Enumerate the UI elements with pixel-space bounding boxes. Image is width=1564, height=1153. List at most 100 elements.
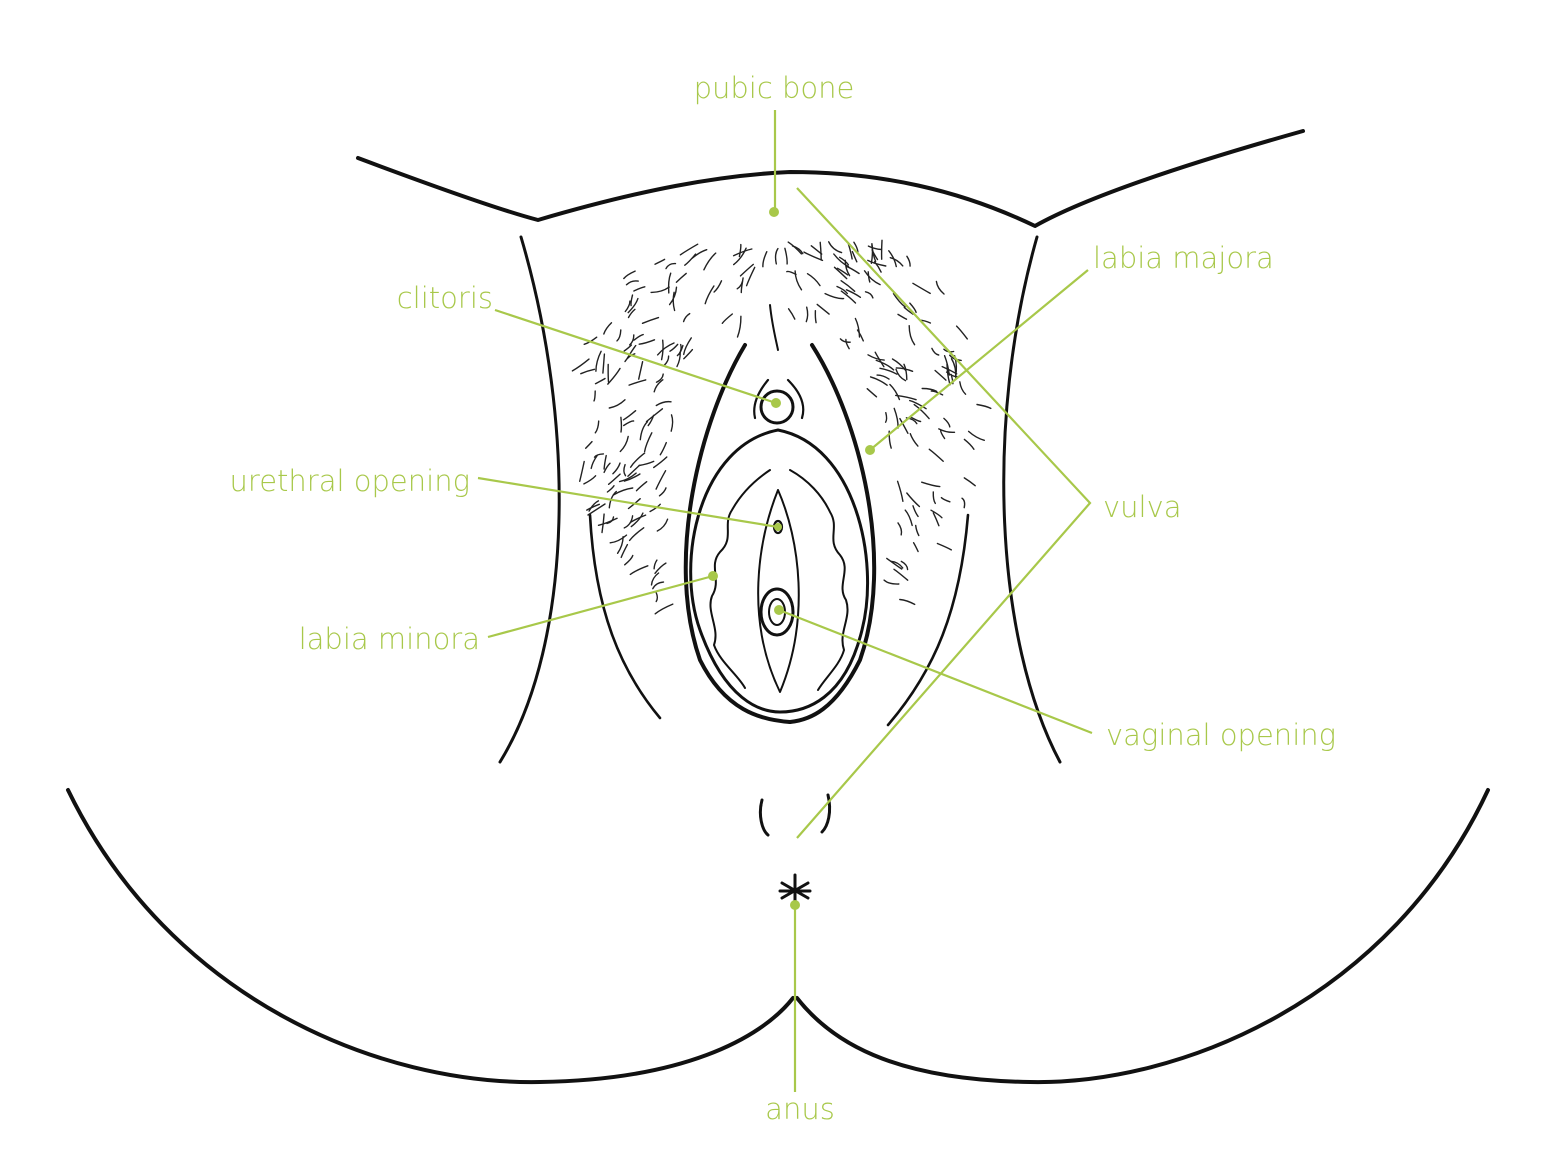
hair-stroke — [628, 527, 645, 542]
hair-stroke — [627, 464, 641, 477]
hair-stroke — [713, 280, 723, 293]
hair-stroke — [672, 291, 676, 312]
hair-stroke — [912, 505, 919, 518]
hair-stroke — [624, 300, 631, 313]
hair-stroke — [652, 581, 665, 590]
hair-stroke — [738, 243, 742, 258]
label-urethral-opening: urethral opening — [230, 464, 470, 498]
hair-stroke — [896, 480, 904, 502]
hair-stroke — [899, 417, 909, 434]
label-anus: anus — [765, 1092, 835, 1126]
hair-stroke — [840, 280, 856, 292]
hair-stroke — [816, 303, 830, 315]
label-pubic-bone: pubic bone — [694, 71, 855, 105]
hair-stroke — [650, 286, 670, 294]
hair-stroke — [616, 329, 622, 342]
hair-stroke — [623, 515, 634, 529]
hair-stroke — [627, 308, 636, 319]
hair-stroke — [675, 272, 687, 283]
hair-stroke — [897, 522, 903, 536]
hair-stroke — [630, 512, 644, 528]
hair-stroke — [950, 373, 954, 385]
label-leaders — [477, 110, 1093, 1092]
inner-labia-outline — [689, 428, 869, 714]
hair-stroke — [909, 399, 927, 410]
hair-stroke — [886, 557, 903, 570]
label-vaginal-opening: vaginal opening — [1106, 718, 1336, 752]
hair-stroke — [653, 456, 668, 469]
dot-labia-minora — [708, 571, 718, 581]
hair-stroke — [633, 286, 646, 292]
hair-stroke — [889, 383, 901, 401]
pubic-slit-top — [769, 304, 779, 351]
hair-stroke — [638, 339, 656, 345]
hair-stroke — [908, 325, 916, 346]
hair-stroke — [903, 306, 914, 315]
hair-stroke — [638, 460, 655, 467]
dot-pubic-bone — [769, 207, 779, 217]
hair-stroke — [931, 347, 940, 356]
leader-urethral-opening — [477, 476, 779, 529]
hair-stroke — [814, 310, 817, 324]
hair-stroke — [893, 407, 899, 429]
hair-stroke — [909, 433, 919, 447]
hair-stroke — [736, 315, 742, 338]
labia-majora-left-outline — [683, 343, 792, 724]
hair-stroke — [845, 289, 862, 298]
dot-clitoris — [771, 398, 781, 408]
hair-stroke — [587, 503, 606, 516]
labia-minora-right-ruffle — [789, 469, 849, 691]
hair-stroke — [667, 272, 672, 294]
hair-stroke — [669, 343, 679, 352]
hair-stroke — [653, 559, 658, 570]
hair-stroke — [932, 491, 936, 505]
hair-stroke — [585, 440, 593, 449]
hair-stroke — [949, 354, 962, 362]
hair-stroke — [936, 542, 952, 551]
hair-stroke — [895, 367, 914, 372]
hair-stroke — [828, 241, 843, 254]
hair-stroke — [654, 562, 667, 574]
hair-stroke — [607, 367, 621, 385]
hair-stroke — [824, 292, 845, 300]
hair-stroke — [660, 339, 664, 361]
leader-labia-minora — [487, 574, 714, 639]
hair-stroke — [874, 351, 885, 368]
hair-stroke — [787, 241, 803, 255]
hair-stroke — [618, 472, 637, 483]
hair-stroke — [883, 579, 900, 585]
leader-clitoris — [494, 308, 777, 405]
hair-stroke — [656, 518, 669, 532]
hair-stroke — [976, 403, 992, 410]
left-perineum-mark — [758, 798, 770, 837]
hair-stroke — [900, 560, 909, 571]
hair-stroke — [733, 247, 747, 266]
hair-stroke — [928, 448, 944, 462]
hair-stroke — [655, 373, 664, 383]
hair-stroke — [588, 500, 600, 512]
hair-stroke — [845, 338, 850, 350]
hair-stroke — [628, 379, 647, 386]
hair-stroke — [645, 408, 664, 423]
hair-stroke — [606, 485, 615, 493]
hair-stroke — [819, 241, 822, 261]
hair-stroke — [608, 490, 617, 509]
hair-stroke — [623, 270, 636, 280]
hair-stroke — [594, 420, 600, 434]
hair-stroke — [635, 481, 648, 492]
hair-stroke — [787, 308, 796, 320]
hair-stroke — [839, 338, 851, 343]
hair-stroke — [833, 253, 850, 268]
left-buttock-outline — [66, 788, 795, 1085]
hair-stroke — [784, 247, 788, 265]
hair-stroke — [732, 248, 753, 257]
hair-stroke — [668, 286, 678, 306]
hair-stroke — [967, 430, 985, 441]
vestibule-inner-line — [757, 489, 800, 693]
hair-stroke — [893, 568, 909, 581]
dot-urethral-opening — [774, 523, 782, 531]
hair-stroke — [739, 263, 754, 277]
hair-stroke — [892, 292, 906, 308]
left-groin-crease — [588, 513, 662, 720]
